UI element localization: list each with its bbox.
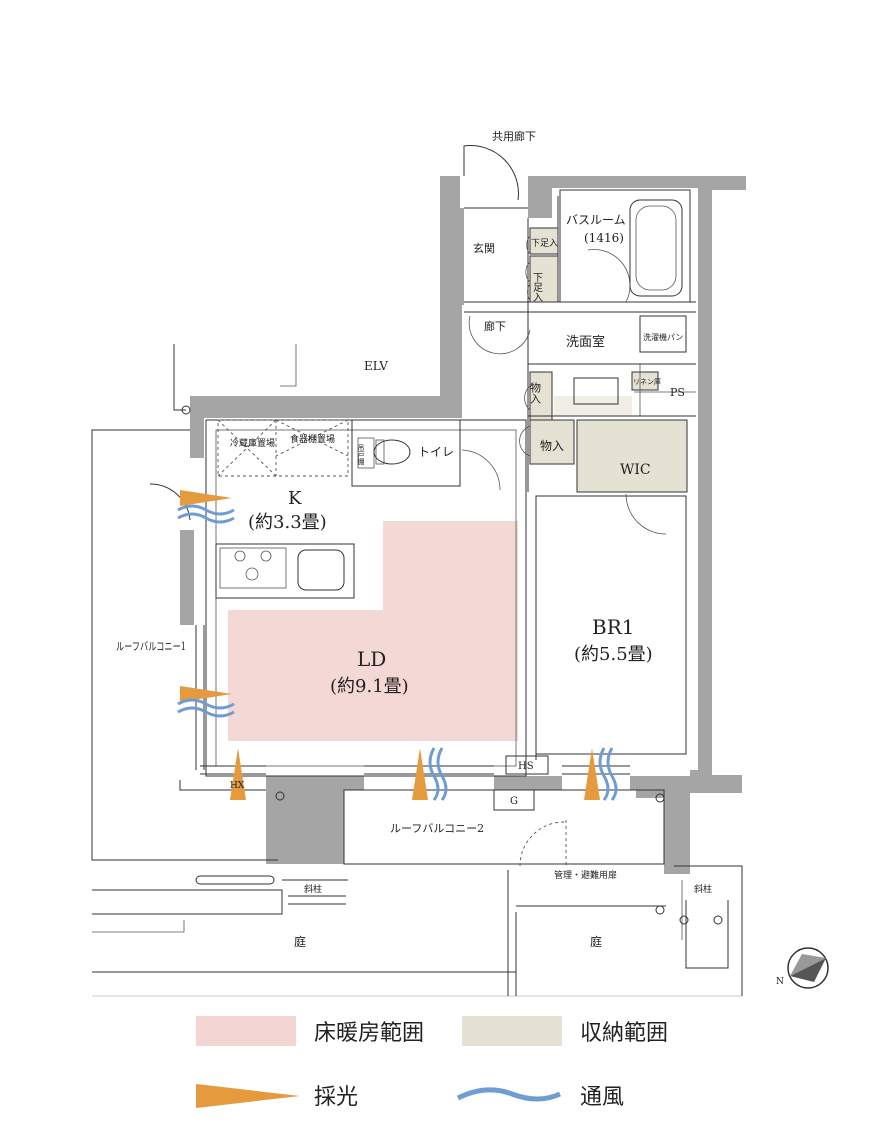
- g-label: G: [510, 796, 518, 807]
- roof-balcony-1-label: ルーフバルコニー1: [116, 640, 186, 653]
- legend-floor-heating-swatch: [196, 1016, 296, 1046]
- room-labels: 共用廊下 玄関 下足入 下足入 バスルーム (1416) 廊下 洗面室 洗濯機パ…: [116, 129, 712, 949]
- toilet-label: トイレ: [418, 445, 454, 459]
- kitchen-label: K: [288, 488, 302, 509]
- compass-icon: N: [776, 947, 829, 989]
- elv-label: ELV: [364, 359, 388, 373]
- toilet-icon: [373, 439, 411, 465]
- lighting-arrows: [180, 490, 600, 800]
- bathroom-label: バスルーム: [566, 213, 626, 227]
- ventilation-wave-icon: [177, 512, 235, 524]
- linen-label: リネン庫: [633, 377, 661, 386]
- stove-icon: [234, 550, 272, 581]
- roof-balcony-2-label: ルーフバルコニー2: [390, 822, 484, 835]
- ventilation-wave-icon: [436, 747, 448, 801]
- ventilation-wave-icon: [177, 504, 235, 516]
- ventilation-wave-icon: [606, 747, 618, 801]
- storage-areas: [529, 227, 688, 493]
- common-corridor-label: 共用廊下: [492, 129, 536, 143]
- toilet-shelf-label: 吊戸棚: [357, 444, 365, 466]
- diagonal-post-label-2: 斜柱: [694, 883, 712, 895]
- washroom-label: 洗面室: [566, 334, 605, 350]
- garden-label-1: 庭: [294, 934, 306, 949]
- entrance-label: 玄関: [473, 241, 495, 255]
- lighting-arrow-icon: [584, 748, 600, 800]
- fridge-label: 冷蔵庫置場: [230, 437, 275, 449]
- north-label: N: [776, 977, 784, 987]
- walls: [180, 176, 746, 874]
- ps-label: PS: [670, 386, 685, 399]
- br1-size-label: (約5.5畳): [574, 644, 653, 665]
- sink-icon: [297, 549, 345, 591]
- legend-storage-swatch: [462, 1016, 562, 1046]
- storage-label-1: 物入: [529, 381, 542, 404]
- mgmt-door-label: 管理・避難用扉: [554, 869, 617, 881]
- ld-size-label: (約9.1畳): [330, 676, 409, 697]
- washer-pan-label: 洗濯機パン: [643, 332, 683, 342]
- lighting-arrow-icon: [412, 748, 428, 800]
- ventilation-wave-icon: [456, 1087, 562, 1102]
- lighting-arrow-icon: [230, 748, 246, 800]
- ventilation-wave-icon: [177, 698, 235, 710]
- floor-heating-area: [228, 521, 518, 741]
- hs-label: HS: [518, 761, 534, 772]
- bathtub-icon: [629, 199, 683, 297]
- legend: 床暖房範囲 収納範囲 採光 通風: [196, 1016, 668, 1110]
- legend-storage-label: 収納範囲: [580, 1021, 668, 1046]
- bathroom-size-label: (1416): [584, 231, 624, 245]
- legend-ventilation-label: 通風: [580, 1085, 624, 1110]
- shoe-box-label-1: 下足入: [531, 238, 558, 249]
- legend-lighting-label: 採光: [314, 1085, 358, 1110]
- hx-label: HX: [230, 781, 245, 791]
- ventilation-waves: [177, 504, 618, 801]
- garden-label-2: 庭: [590, 934, 602, 949]
- br1-label: BR1: [592, 615, 634, 639]
- legend-floor-heating-label: 床暖房範囲: [314, 1021, 424, 1046]
- shoe-box-label-2: 下足入: [531, 272, 543, 302]
- ventilation-wave-icon: [428, 747, 440, 801]
- ventilation-wave-icon: [598, 747, 610, 801]
- storage-label-2: 物入: [540, 439, 564, 453]
- lighting-arrow-icon: [196, 1084, 300, 1108]
- dish-shelf-label: 食器棚置場: [290, 433, 335, 445]
- wic-label: WIC: [620, 462, 651, 478]
- lighting-arrow-icon: [180, 686, 232, 702]
- interior-walls: [91, 145, 743, 997]
- diagonal-post-label-1: 斜柱: [304, 883, 322, 895]
- hallway-label: 廊下: [484, 319, 506, 333]
- lighting-arrow-icon: [180, 490, 232, 506]
- ld-label: LD: [357, 647, 386, 671]
- ventilation-wave-icon: [177, 706, 235, 718]
- kitchen-size-label: (約3.3畳): [248, 512, 327, 533]
